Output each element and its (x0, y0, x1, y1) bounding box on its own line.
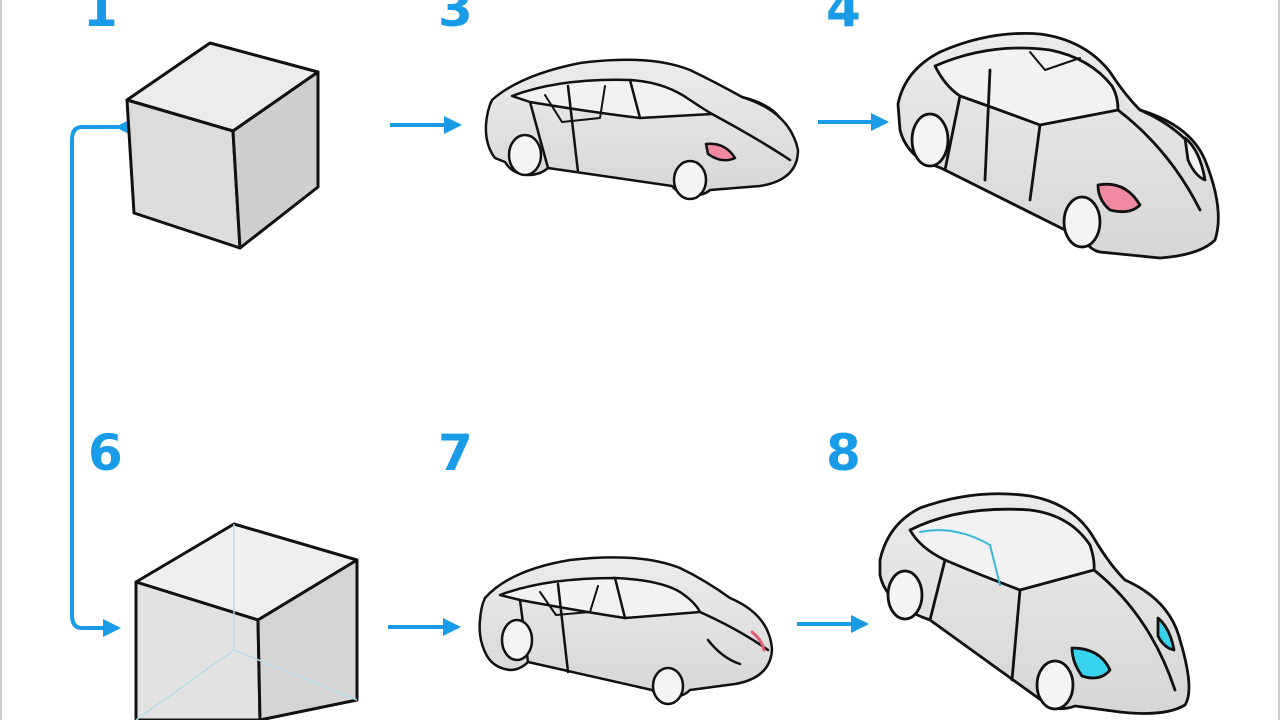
cube-icon (125, 41, 320, 250)
bracket-connector-icon (70, 118, 133, 637)
step-number-4: 4 (826, 0, 861, 38)
car-refined-icon (896, 32, 1220, 260)
step-number-1: 1 (83, 0, 118, 38)
step-number-7: 7 (438, 424, 473, 482)
left-frame-border (0, 0, 2, 720)
car-sketch-icon (484, 58, 800, 201)
cube-icon (134, 522, 359, 720)
car-sketch-icon (478, 556, 774, 706)
right-frame-border (1278, 0, 1280, 720)
step-number-8: 8 (826, 424, 861, 482)
step-number-3: 3 (438, 0, 473, 38)
car-refined-icon (878, 492, 1191, 715)
